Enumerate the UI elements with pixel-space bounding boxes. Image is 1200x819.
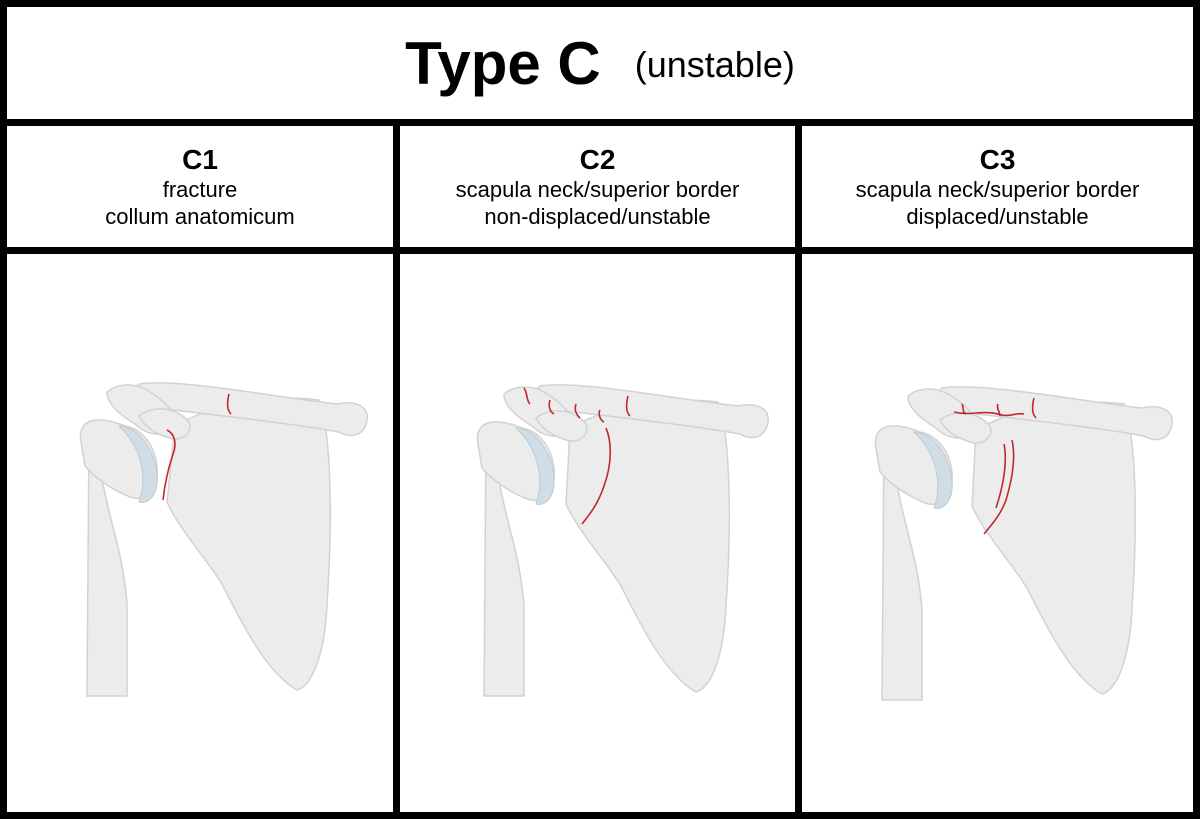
column-code: C1	[182, 143, 218, 175]
column-line-1: scapula neck/superior border	[455, 176, 740, 202]
glenoid-cartilage	[117, 425, 158, 503]
column-header-c1: C1 fracture collum anatomicum	[7, 126, 393, 247]
fracture-line-superior-border	[953, 411, 1025, 417]
column-line-2: collum anatomicum	[105, 203, 295, 229]
divider-headers	[0, 247, 1200, 254]
title-row: Type C (unstable)	[7, 7, 1193, 119]
fracture-line-neck	[983, 439, 1015, 535]
fracture-line-superior-border	[996, 403, 1001, 417]
scapula-body	[971, 401, 1137, 695]
panel-c2	[400, 254, 795, 812]
scapula-body	[166, 397, 332, 691]
fracture-line-neck	[995, 443, 1007, 509]
column-header-c3: C3 scapula neck/superior border displace…	[802, 126, 1193, 247]
glenoid-cartilage	[514, 427, 555, 505]
fracture-line-superior-border	[548, 399, 555, 415]
divider-col-2	[795, 119, 802, 819]
column-line-2: displaced/unstable	[906, 203, 1089, 229]
column-line-1: scapula neck/superior border	[855, 176, 1140, 202]
coracoid	[939, 412, 992, 444]
fracture-line-neck	[162, 429, 176, 501]
column-code: C2	[579, 143, 616, 175]
column-code: C3	[979, 143, 1016, 175]
coracoid	[535, 410, 588, 442]
fracture-line-superior-border	[961, 403, 967, 415]
fracture-line-neck	[581, 427, 612, 525]
fracture-line-clavicle	[625, 395, 631, 417]
fracture-line-superior-border	[598, 409, 605, 423]
divider-title	[0, 119, 1200, 126]
title-main: Type C	[405, 29, 601, 97]
divider-col-1	[393, 119, 400, 819]
title-sub: (unstable)	[634, 44, 795, 85]
shoulder-illustration-c3	[874, 386, 1173, 701]
fracture-line-clavicle	[1031, 397, 1037, 419]
fracture-line-superior-border	[523, 387, 531, 405]
panel-c3	[802, 254, 1193, 812]
column-line-2: non-displaced/unstable	[484, 203, 711, 229]
coracoid	[138, 408, 191, 440]
shoulder-illustration-c2	[476, 384, 769, 697]
fracture-line-superior-border	[574, 403, 581, 419]
panel-c1	[7, 254, 393, 812]
glenoid-cartilage	[912, 431, 953, 509]
column-line-1: fracture	[162, 176, 238, 202]
shoulder-illustration-c1	[79, 382, 368, 697]
fracture-line-clavicle	[226, 393, 232, 415]
scapula-body	[565, 399, 731, 693]
column-header-c2: C2 scapula neck/superior border non-disp…	[400, 126, 795, 247]
